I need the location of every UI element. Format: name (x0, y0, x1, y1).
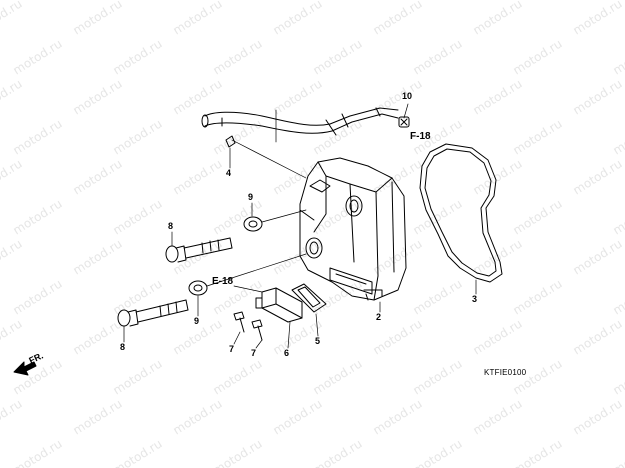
callout-8b: 8 (120, 342, 126, 352)
callout-4: 4 (226, 168, 232, 178)
air-injection-reed (255, 287, 303, 323)
front-arrow (13, 361, 37, 376)
washer-upper (243, 216, 263, 232)
breather-hose (201, 107, 399, 136)
callout-2: 2 (376, 312, 382, 322)
ref-e18[interactable]: E-18 (212, 276, 234, 287)
ref-f18[interactable]: F-18 (410, 131, 431, 142)
washer-lower (188, 280, 208, 296)
cover-gasket (419, 143, 503, 283)
reed-gasket (291, 283, 327, 313)
hose-clamp (398, 116, 410, 128)
callout-9b: 9 (194, 316, 200, 326)
callout-5: 5 (315, 336, 321, 346)
callout-7b: 7 (251, 348, 257, 358)
bolt-upper (165, 237, 233, 263)
screw-b (251, 319, 263, 341)
callout-9a: 9 (248, 192, 254, 202)
diagram-code: KTFIE0100 (484, 368, 527, 377)
callout-6: 6 (284, 348, 290, 358)
callout-3: 3 (472, 294, 478, 304)
callout-7a: 7 (229, 344, 235, 354)
bolt-lower (117, 299, 189, 327)
hose-clip (225, 135, 236, 148)
callout-10: 10 (402, 91, 413, 101)
callout-8a: 8 (168, 221, 174, 231)
cylinder-head-cover (299, 157, 407, 301)
screw-a (233, 311, 245, 333)
